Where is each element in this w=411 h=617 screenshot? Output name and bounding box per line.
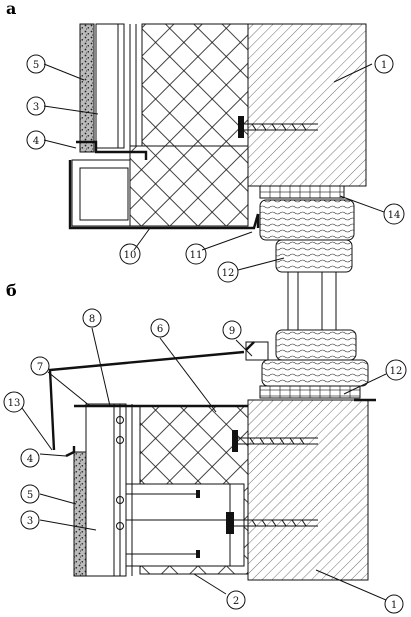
anchor-bolt-b2 (226, 512, 318, 534)
window-sash-upper (275, 239, 353, 273)
svg-text:13: 13 (8, 398, 21, 409)
callout-2: 2 (226, 590, 246, 610)
svg-text:9: 9 (229, 326, 235, 337)
svg-text:10: 10 (124, 250, 137, 261)
callout-5b: 5 (20, 484, 40, 504)
svg-text:2: 2 (233, 596, 239, 607)
section-a: а (6, 0, 367, 300)
svg-text:1: 1 (381, 60, 387, 71)
insulation-upper (141, 23, 249, 147)
section-a-title: а (6, 0, 16, 18)
callout-5a: 5 (26, 54, 46, 74)
svg-text:14: 14 (388, 210, 401, 221)
window-frame-upper (259, 199, 355, 241)
section-b: б (6, 281, 376, 581)
svg-text:4: 4 (33, 136, 39, 147)
facade-cladding-b (73, 451, 87, 577)
anchor-bolt-b1 (232, 430, 318, 452)
callout-3a: 3 (26, 96, 46, 116)
guide-rail (95, 23, 125, 149)
sealing-tape (259, 185, 345, 199)
callout-4a: 4 (26, 130, 46, 150)
rail-screws (126, 490, 200, 558)
window-frame-lower (261, 359, 369, 387)
window-sash-lower (275, 329, 357, 361)
callout-4b: 4 (20, 448, 40, 468)
callout-9: 9 (222, 320, 242, 340)
insulation-lower (129, 145, 249, 227)
callout-12a: 12 (217, 261, 239, 283)
callout-14: 14 (383, 203, 405, 225)
svg-text:4: 4 (27, 454, 33, 465)
callout-13: 13 (3, 391, 25, 413)
svg-text:12: 12 (222, 268, 235, 279)
svg-text:3: 3 (33, 102, 39, 113)
svg-text:6: 6 (157, 324, 163, 335)
masonry-wall-b (247, 399, 369, 581)
anchor-bolt-a (238, 116, 318, 138)
callout-1b: 1 (384, 594, 404, 614)
callout-10: 10 (119, 243, 141, 265)
svg-text:12: 12 (390, 366, 403, 377)
callout-3b: 3 (20, 510, 40, 530)
guide-rail-b (85, 403, 127, 577)
masonry-wall (247, 23, 367, 187)
callout-7: 7 (30, 356, 50, 376)
svg-text:8: 8 (89, 314, 95, 325)
sill-end-piece (245, 341, 269, 361)
callout-12b: 12 (385, 359, 407, 381)
callout-6: 6 (150, 318, 170, 338)
sill-sealing (259, 385, 361, 399)
bracket-plate (119, 483, 245, 567)
svg-text:1: 1 (391, 600, 397, 611)
facade-cladding (79, 23, 95, 153)
callout-1a: 1 (374, 54, 394, 74)
svg-text:7: 7 (37, 362, 43, 373)
section-b-title: б (6, 281, 17, 300)
sill-flashing (48, 350, 245, 451)
callout-11: 11 (185, 243, 207, 265)
leader-lines (21, 63, 387, 601)
callouts: 1 5 3 4 10 11 14 12 8 6 9 7 12 13 4 5 3 … (3, 54, 407, 614)
svg-text:5: 5 (33, 60, 39, 71)
svg-text:5: 5 (27, 490, 33, 501)
svg-text:3: 3 (27, 516, 33, 527)
svg-text:11: 11 (190, 250, 203, 261)
callout-8: 8 (82, 308, 102, 328)
